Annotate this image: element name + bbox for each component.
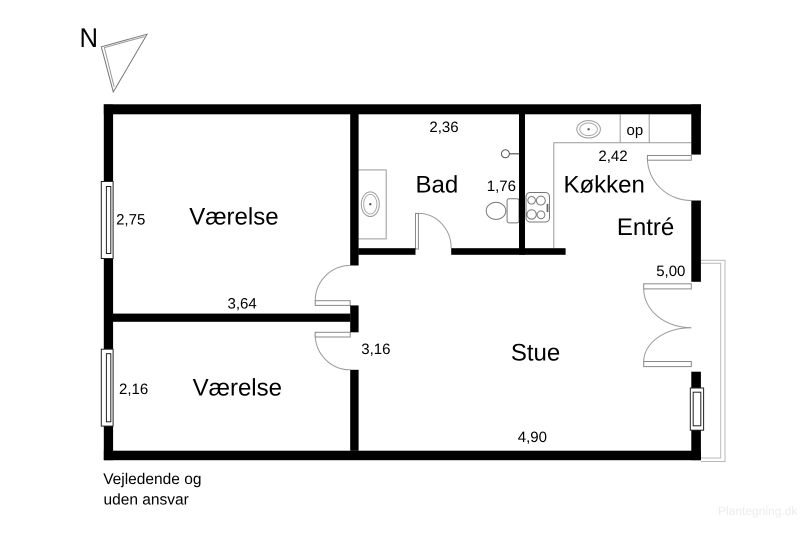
svg-text:Stue: Stue <box>511 340 560 367</box>
svg-text:3,16: 3,16 <box>361 341 390 358</box>
svg-text:3,64: 3,64 <box>227 296 256 313</box>
svg-text:2,42: 2,42 <box>598 148 627 165</box>
svg-text:1,76: 1,76 <box>487 178 516 195</box>
svg-text:2,75: 2,75 <box>116 212 145 229</box>
svg-text:Vejledende og: Vejledende og <box>103 471 201 488</box>
svg-text:Køkken: Køkken <box>564 172 645 199</box>
svg-text:Værelse: Værelse <box>193 375 282 402</box>
svg-text:Entré: Entré <box>617 214 674 241</box>
svg-text:5,00: 5,00 <box>656 263 685 280</box>
svg-text:2,16: 2,16 <box>119 381 148 398</box>
svg-text:uden ansvar: uden ansvar <box>104 492 189 509</box>
svg-text:op: op <box>627 122 644 139</box>
svg-text:Plantegning.dk: Plantegning.dk <box>718 504 798 518</box>
svg-text:2,36: 2,36 <box>429 119 458 136</box>
svg-text:Værelse: Værelse <box>189 204 278 231</box>
svg-text:4,90: 4,90 <box>518 429 547 446</box>
svg-text:Bad: Bad <box>416 172 459 199</box>
svg-text:N: N <box>80 23 99 53</box>
